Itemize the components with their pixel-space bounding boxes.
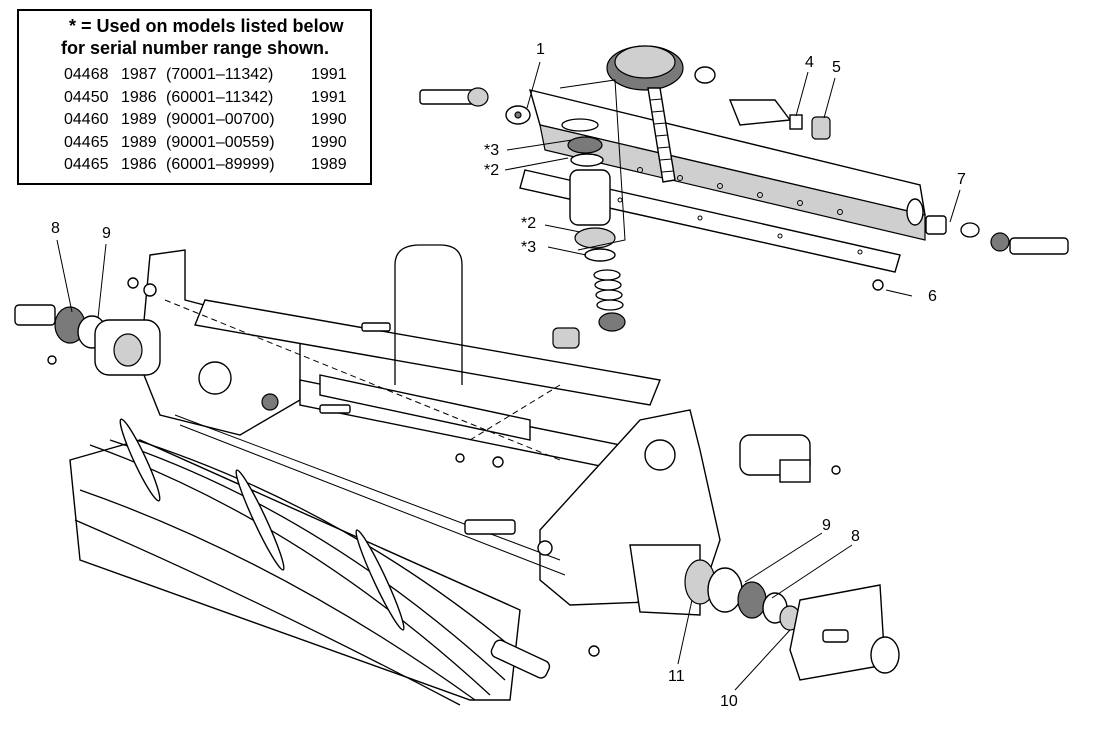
callout-4: 4: [805, 54, 814, 71]
legend-year-start: 1986: [121, 89, 157, 106]
callout-star3-top: *3: [484, 142, 500, 159]
legend-title-line1: * = Used on models listed below: [69, 16, 344, 36]
legend-model: 04450: [64, 89, 109, 106]
legend-model: 04465: [64, 156, 109, 173]
legend-title-line2: for serial number range shown.: [61, 38, 330, 58]
legend-serial-range: (70001–11342): [166, 66, 274, 83]
callout-7: 7: [957, 171, 966, 188]
legend-row: 04465 1989 (90001–00559) 1990: [64, 133, 347, 152]
main-frame: [139, 244, 811, 606]
callout-6: 6: [928, 288, 937, 305]
legend-year-end: 1991: [311, 89, 347, 106]
legend-row: 04468 1987 (70001–11342) 1991: [64, 65, 347, 84]
legend-row: 04465 1986 (60001–89999) 1989: [64, 155, 347, 174]
callout-8-left: 8: [51, 220, 60, 237]
legend-serial-range: (60001–11342): [166, 89, 274, 106]
adjuster-housing: [559, 79, 626, 332]
callout-10: 10: [720, 693, 738, 710]
right-fittings: [694, 66, 1069, 291]
callout-11: 11: [668, 668, 685, 685]
legend-model: 04468: [64, 66, 109, 83]
legend-year-end: 1990: [311, 111, 347, 128]
callout-5: 5: [832, 59, 841, 76]
callout-1: 1: [536, 41, 545, 58]
bedknife-bar: [519, 89, 926, 273]
callout-9-right: 9: [822, 517, 831, 534]
leader-lines: [56, 61, 961, 691]
legend-model: 04465: [64, 134, 109, 151]
callout-star2-top: *2: [484, 162, 500, 179]
callout-star3-bottom: *3: [521, 239, 537, 256]
legend-year-end: 1991: [311, 66, 347, 83]
right-bearing-stack: [629, 544, 900, 681]
left-bearing-stack: [14, 277, 161, 376]
callout-9-left: 9: [102, 225, 111, 242]
callout-star2-bottom: *2: [521, 215, 537, 232]
legend-serial-range: (90001–00559): [166, 134, 275, 151]
reel: [69, 418, 551, 706]
serial-range-legend: * = Used on models listed below for seri…: [17, 9, 372, 185]
legend-serial-range: (60001–89999): [166, 156, 275, 173]
legend-year-start: 1989: [121, 111, 157, 128]
legend-year-start: 1986: [121, 156, 157, 173]
legend-row: 04460 1989 (90001–00700) 1990: [64, 110, 347, 129]
legend-serial-range: (90001–00700): [166, 111, 275, 128]
legend-model: 04460: [64, 111, 109, 128]
top-bolt: [419, 87, 531, 125]
legend-year-end: 1990: [311, 134, 347, 151]
legend-year-start: 1989: [121, 134, 157, 151]
callout-8-right: 8: [851, 528, 860, 545]
adjuster-knob: [606, 45, 684, 183]
legend-year-end: 1989: [311, 156, 347, 173]
small-hardware: [319, 322, 841, 657]
legend-year-start: 1987: [121, 66, 157, 83]
legend-row: 04450 1986 (60001–11342) 1991: [64, 88, 347, 107]
